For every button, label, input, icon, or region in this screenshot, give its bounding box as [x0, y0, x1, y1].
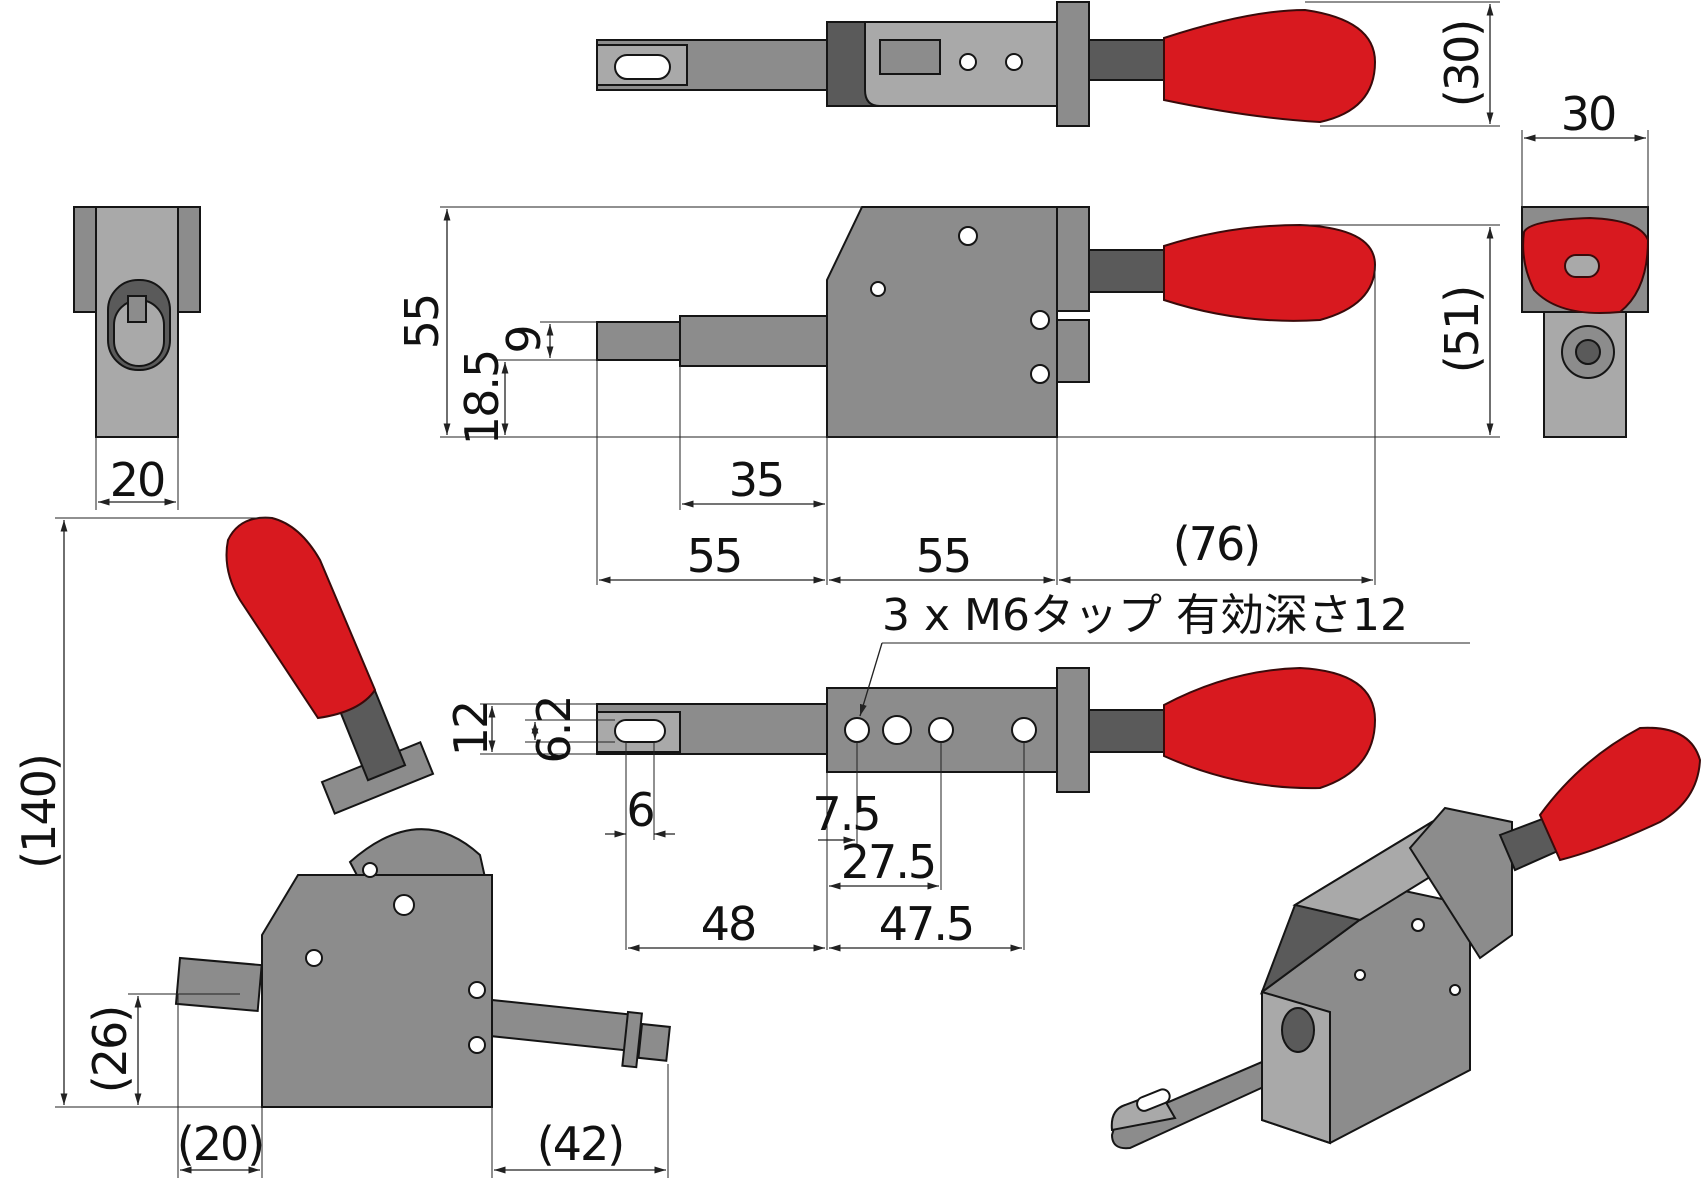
open-hole-5: [362, 862, 378, 878]
iso-handle-knob: [1538, 726, 1702, 862]
dim-bottom-12: 12: [444, 702, 498, 757]
open-hole-2: [305, 949, 323, 967]
right-hex-socket: [1575, 339, 1601, 365]
open-body: [261, 874, 493, 1108]
bottom-flange: [1056, 667, 1090, 793]
dim-front-55-a: 55: [687, 529, 742, 583]
iso-hole-3: [1449, 984, 1461, 996]
top-spring: [1088, 39, 1165, 81]
open-rod-left: [174, 956, 263, 1013]
front-body: [826, 206, 1058, 438]
bottom-tap-2: [928, 717, 954, 743]
bottom-rod-slot: [614, 719, 666, 743]
top-handle-knob: [1163, 8, 1377, 124]
iso-hole-2: [1354, 969, 1366, 981]
iso-hole-1: [1411, 918, 1425, 932]
dim-front-9: 9: [497, 326, 551, 353]
dim-open-26: (26): [83, 1007, 137, 1093]
bottom-tap-3: [1011, 717, 1037, 743]
dim-front-18-5: 18.5: [455, 351, 509, 445]
top-view: (30): [596, 1, 1500, 127]
front-handle-knob: [1163, 223, 1377, 322]
bottom-handle-knob: [1163, 666, 1377, 790]
iso-rod-socket: [1281, 1007, 1315, 1053]
left-end-view: 20: [73, 206, 201, 510]
dim-bottom-7-5: 7.5: [812, 787, 879, 841]
dim-bottom-27-5: 27.5: [841, 835, 935, 889]
right-end-view: 30: [1521, 87, 1650, 438]
dim-front-51: (51): [1435, 287, 1489, 373]
open-hole-1: [393, 894, 415, 916]
open-handle-knob: [225, 516, 377, 720]
dim-bottom-6: 6: [626, 783, 653, 837]
dim-bottom-47-5: 47.5: [879, 897, 973, 951]
dim-front-76: (76): [1173, 517, 1259, 571]
front-rod-tip: [596, 321, 681, 361]
dim-front-55-b: 55: [916, 529, 971, 583]
tap-note: 3 x M6タップ 有効深さ12: [882, 590, 1408, 641]
dim-top-height: (30): [1435, 21, 1489, 107]
dim-open-20: (20): [177, 1117, 263, 1171]
dim-open-42: (42): [537, 1117, 623, 1171]
front-flange-upper: [1056, 206, 1090, 312]
dim-bottom-6-2: 6.2: [527, 696, 581, 763]
top-hole-1: [959, 53, 977, 71]
open-rod-end: [637, 1022, 671, 1062]
front-view: 55 9 18.5 (51) 35 55 55 (76): [395, 206, 1500, 585]
left-key: [127, 295, 147, 323]
bottom-hole-2: [882, 715, 912, 745]
front-flange-lower: [1056, 319, 1090, 383]
open-rod-collar: [621, 1010, 644, 1069]
dim-left-width: 20: [110, 453, 165, 507]
open-hole-4: [468, 1036, 486, 1054]
bottom-tap-1: [844, 717, 870, 743]
dim-end-width: 30: [1561, 87, 1616, 141]
iso-rod-slot: [1136, 1088, 1171, 1112]
bottom-spring: [1088, 709, 1165, 753]
front-spring: [1088, 249, 1165, 293]
open-hole-3: [468, 981, 486, 999]
front-hole-small: [870, 281, 886, 297]
isometric-view: [1110, 726, 1702, 1150]
iso-rod: [1110, 1048, 1307, 1150]
top-flange: [1056, 1, 1090, 127]
dim-front-55-height: 55: [395, 295, 449, 350]
front-hole-low: [1030, 364, 1050, 384]
open-rod-right: [487, 998, 643, 1053]
right-knob-mark: [1564, 254, 1600, 278]
front-hole-mid: [1030, 310, 1050, 330]
top-rod-slot: [614, 54, 671, 80]
top-slot: [879, 39, 941, 75]
iso-flange: [1408, 806, 1513, 960]
dim-bottom-48: 48: [701, 897, 756, 951]
front-hole-top: [958, 226, 978, 246]
top-hole-2: [1005, 53, 1023, 71]
bottom-view: 3 x M6タップ 有効深さ12 12 6.2 6 7.5 27.5 48 47…: [444, 590, 1470, 952]
open-side-view: (140) (26) (20) (42): [12, 516, 671, 1178]
dim-front-35: 35: [729, 453, 784, 507]
front-rod: [679, 315, 828, 367]
dim-open-140: (140): [12, 755, 66, 869]
